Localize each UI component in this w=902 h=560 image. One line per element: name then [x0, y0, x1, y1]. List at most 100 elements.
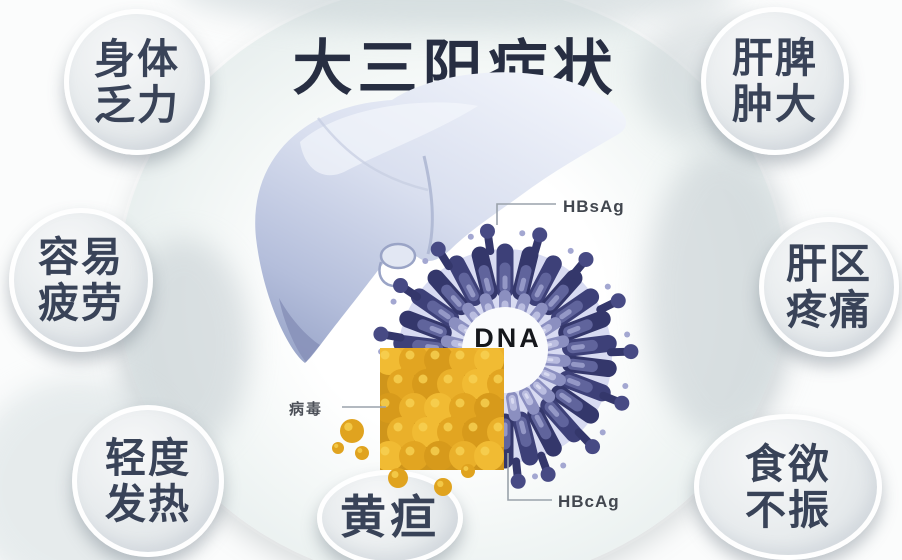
capsid-bead-highlight [455, 350, 465, 360]
outer-bead-highlight [559, 392, 572, 403]
loose-bead-highlight [437, 480, 444, 487]
symptom-line: 乏力 [94, 82, 180, 128]
spike-stem [484, 233, 495, 256]
spike-head [373, 326, 389, 342]
loose-bead [355, 446, 369, 460]
loose-bead-highlight [463, 466, 469, 471]
spike-head-highlight [624, 331, 631, 338]
capsid-bead-highlight [468, 422, 478, 432]
loose-bead [388, 468, 408, 488]
loose-bead [332, 442, 344, 454]
capsid-bead-highlight [405, 446, 415, 456]
loose-bead-highlight [334, 443, 339, 448]
spike-head-highlight [390, 298, 397, 305]
spike-head [614, 395, 630, 411]
outer-bead-highlight [519, 277, 527, 292]
capsid-bead-highlight [418, 374, 428, 384]
capsid-bead-highlight [443, 422, 453, 432]
spike-head [510, 473, 526, 489]
capsid-bead-highlight [405, 398, 415, 408]
capsid-bead-highlight [480, 350, 490, 360]
outer-bead-highlight [548, 295, 560, 307]
spike-head [610, 293, 626, 309]
loose-bead [461, 464, 475, 478]
spike-head-highlight [599, 429, 606, 436]
spike-head-highlight [422, 258, 429, 265]
capsid-bead-highlight [380, 446, 390, 456]
liver-tip-shadow [279, 298, 320, 362]
capsid-cutaway [332, 348, 504, 496]
symptom-line: 食欲 [745, 440, 831, 487]
spike-head-highlight [531, 473, 538, 480]
outer-bead-highlight [570, 361, 585, 368]
symptom-label: 身体 乏力 [94, 36, 180, 129]
capsid-bead-highlight [493, 374, 503, 384]
symptom-line: 肝区 [786, 240, 872, 287]
spike-head [393, 278, 409, 294]
outer-bead-highlight [534, 284, 544, 298]
spike-head [479, 223, 495, 239]
liver-surface-line [317, 117, 429, 192]
capsid-bead-highlight [455, 446, 465, 456]
symptom-label: 食欲 不振 [745, 441, 831, 534]
inner-bead-highlight [535, 384, 542, 390]
outer-bead-highlight [534, 414, 544, 428]
gallbladder [379, 242, 417, 270]
loose-bead-highlight [344, 422, 353, 431]
spike-head [623, 344, 639, 360]
outer-bead-highlight [548, 405, 560, 417]
inner-bead-highlight [457, 342, 464, 347]
symptom-line: 黄疸 [340, 491, 440, 544]
outer-bead-highlight [559, 309, 572, 320]
spike-stem [512, 457, 522, 480]
capsid-beads [380, 348, 504, 470]
spike-stem [537, 451, 551, 473]
symptom-bubble-liver-area-pain: 肝区 疼痛 [759, 217, 899, 357]
loose-bead [340, 419, 364, 443]
symptom-line: 肿大 [732, 81, 818, 127]
inner-bead-highlight [543, 372, 550, 377]
spike-head-highlight [560, 462, 567, 469]
spike-head [540, 466, 556, 482]
spike-head-highlight [622, 382, 629, 389]
spike-stem [569, 260, 587, 279]
loose-bead [434, 478, 452, 496]
hbsag-leader-line [496, 203, 556, 225]
outer-bead-highlight [519, 420, 527, 435]
symptom-label: 轻度 发热 [105, 435, 191, 528]
spike-stem [596, 299, 617, 314]
capsid-bead-highlight [380, 350, 390, 360]
symptom-bubble-appetite-loss: 食欲 不振 [694, 414, 882, 560]
liver-illustration [255, 72, 627, 363]
capsid-bead-highlight [393, 374, 403, 384]
outer-bead-highlight [567, 377, 581, 387]
outer-bead-highlight [438, 309, 451, 320]
spike-head-highlight [567, 247, 574, 254]
capsid-bead-highlight [455, 398, 465, 408]
hbcag-leader-line [507, 453, 552, 501]
symptom-label: 黄疸 [340, 491, 440, 544]
capsid-loose-beads [332, 419, 475, 496]
outer-bead-highlight [570, 344, 585, 351]
hbcag-label: HBcAg [558, 492, 620, 511]
spike-stem [574, 428, 593, 447]
symptom-bubble-easy-fatigue: 容易 疲劳 [9, 208, 153, 352]
symptom-label: 肝区 疼痛 [786, 241, 872, 334]
symptom-bubble-body-fatigue: 身体 乏力 [64, 9, 210, 155]
symptom-label: 肝脾 肿大 [732, 35, 818, 128]
symptom-label: 容易 疲劳 [38, 234, 124, 327]
symptom-line: 轻度 [105, 434, 191, 481]
spike-head-highlight [467, 233, 474, 240]
capsid-bead-highlight [468, 374, 478, 384]
liver-lobe-cleft [422, 155, 434, 255]
spike-stem [382, 331, 405, 342]
spike-stem [437, 250, 453, 271]
symptom-line: 发热 [105, 481, 191, 527]
capsid-bead-highlight [430, 446, 440, 456]
symptom-line: 疲劳 [38, 280, 124, 326]
inner-bead-highlight [546, 342, 553, 347]
annotation-labels: HBsAg HBcAg 病毒 [289, 197, 624, 511]
virus-label: 病毒 [289, 400, 323, 418]
